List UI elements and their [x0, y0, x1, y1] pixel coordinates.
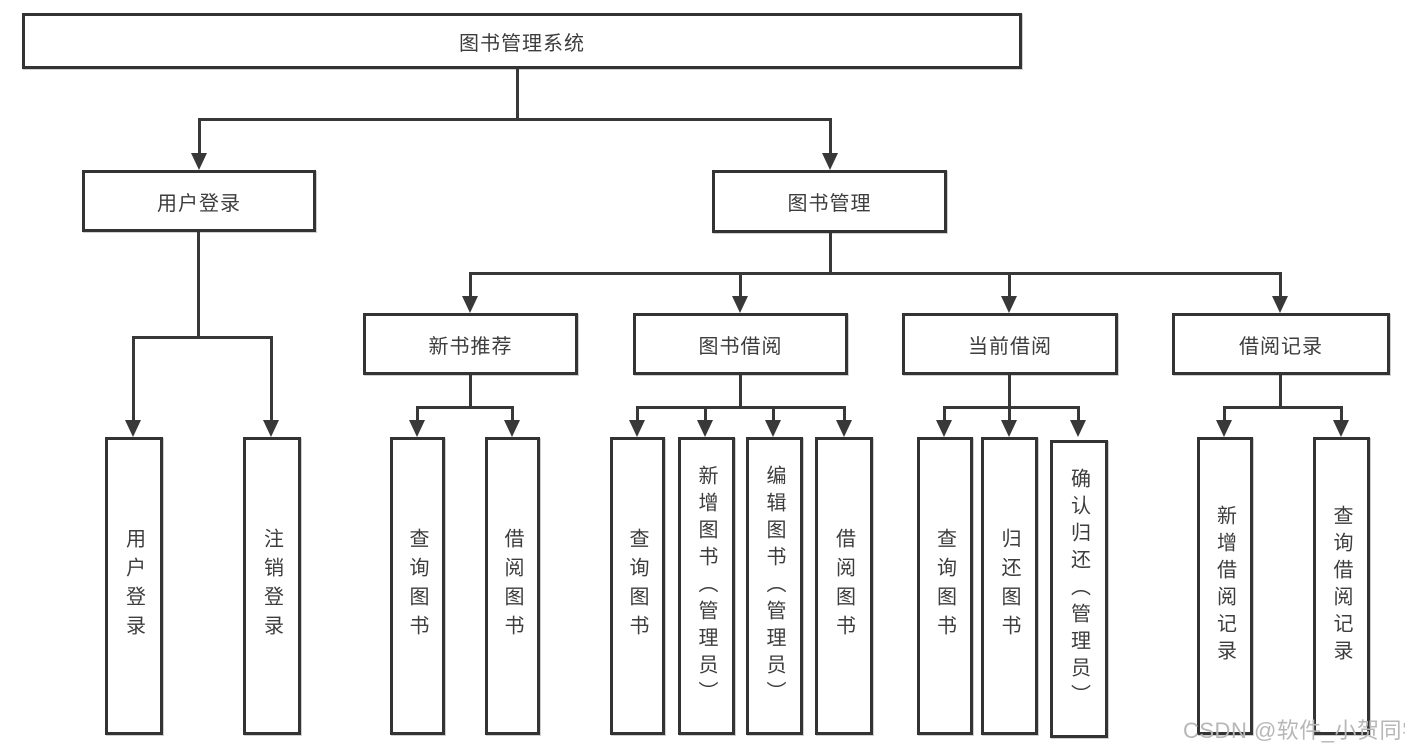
- connector-line: [1223, 406, 1226, 422]
- connector-line: [1008, 375, 1011, 409]
- node-label: 查询图书: [406, 528, 428, 644]
- arrow-down-icon: [191, 153, 207, 170]
- node-label: 当前借阅: [968, 335, 1052, 358]
- leaf-borrow-books-borrowing: 借阅图书: [815, 437, 873, 735]
- node-label: 新书推荐: [428, 335, 513, 358]
- connector-line: [197, 232, 200, 336]
- connector-line: [469, 272, 472, 298]
- connector-line: [739, 375, 742, 409]
- connector-line: [829, 118, 832, 155]
- arrow-down-icon: [409, 420, 425, 437]
- connector-line: [704, 406, 707, 422]
- leaf-query-books-borrowing: 查询图书: [610, 437, 665, 735]
- arrow-down-icon: [1272, 296, 1288, 313]
- connector-line: [943, 406, 1080, 409]
- connector-line: [636, 406, 846, 409]
- node-label: 查询图书: [626, 528, 648, 644]
- node-label: 图书管理系统: [459, 32, 585, 55]
- arrow-down-icon: [822, 153, 838, 170]
- node-label: 图书管理: [787, 193, 872, 215]
- leaf-user-login: 用户登录: [105, 437, 163, 735]
- connector-line: [1008, 406, 1011, 422]
- leaf-query-books-current: 查询图书: [917, 437, 973, 735]
- arrow-down-icon: [765, 420, 781, 437]
- connector-line: [1340, 406, 1343, 422]
- leaf-confirm-return-admin: 确认归还（管理员）: [1050, 440, 1108, 738]
- leaf-borrow-books-recommend: 借阅图书: [485, 437, 540, 735]
- connector-line: [511, 406, 514, 422]
- leaf-logout: 注销登录: [243, 437, 301, 735]
- connector-line: [1077, 406, 1080, 422]
- node-new-book-recommendation: 新书推荐: [363, 313, 578, 375]
- connector-line: [1223, 406, 1343, 409]
- node-borrowing-records: 借阅记录: [1172, 313, 1390, 375]
- connector-line: [772, 406, 775, 422]
- arrow-down-icon: [125, 420, 141, 437]
- connector-line: [843, 406, 846, 422]
- node-label: 确认归还（管理员）: [1067, 467, 1090, 711]
- node-label: 归还图书: [998, 528, 1020, 644]
- node-label: 新增图书（管理员）: [695, 464, 717, 708]
- node-label: 图书借阅: [698, 335, 783, 358]
- connector-line: [198, 118, 832, 121]
- connector-line: [636, 406, 639, 422]
- connector-line: [1279, 272, 1282, 298]
- connector-line: [943, 406, 946, 422]
- arrow-down-icon: [1001, 296, 1017, 313]
- arrow-down-icon: [1001, 420, 1017, 437]
- leaf-return-books: 归还图书: [981, 437, 1038, 735]
- arrow-down-icon: [936, 420, 952, 437]
- node-label: 编辑图书（管理员）: [763, 464, 785, 708]
- leaf-query-borrowing-record: 查询借阅记录: [1313, 437, 1370, 735]
- node-label: 新增借阅记录: [1213, 505, 1236, 667]
- connector-line: [132, 336, 135, 422]
- node-label: 查询借阅记录: [1330, 505, 1352, 667]
- leaf-add-borrowing-record: 新增借阅记录: [1197, 437, 1253, 735]
- connector-line: [198, 118, 201, 155]
- connector-line: [1279, 375, 1282, 409]
- node-book-borrowing: 图书借阅: [633, 313, 848, 375]
- arrow-down-icon: [629, 420, 645, 437]
- arrow-down-icon: [504, 420, 520, 437]
- arrow-down-icon: [263, 420, 279, 437]
- arrow-down-icon: [697, 420, 713, 437]
- leaf-query-books-recommend: 查询图书: [390, 437, 445, 735]
- connector-line: [270, 336, 273, 422]
- node-label: 借阅图书: [832, 528, 855, 644]
- connector-line: [416, 406, 514, 409]
- arrow-down-icon: [462, 296, 478, 313]
- arrow-down-icon: [732, 296, 748, 313]
- connector-line: [132, 336, 273, 339]
- arrow-down-icon: [1333, 420, 1349, 437]
- node-label: 用户登录: [157, 192, 241, 215]
- node-label: 查询图书: [933, 528, 956, 644]
- connector-line: [829, 233, 832, 275]
- arrow-down-icon: [1216, 420, 1232, 437]
- connector-line: [1008, 272, 1011, 298]
- node-label: 借阅记录: [1239, 335, 1323, 358]
- node-label: 注销登录: [260, 528, 283, 644]
- connector-line: [469, 272, 1282, 275]
- leaf-edit-books-admin: 编辑图书（管理员）: [746, 437, 803, 735]
- node-book-management: 图书管理: [712, 170, 947, 233]
- arrow-down-icon: [1070, 420, 1086, 437]
- node-library-management-system: 图书管理系统: [22, 13, 1022, 69]
- connector-line: [416, 406, 419, 422]
- connector-line: [739, 272, 742, 298]
- arrow-down-icon: [836, 420, 852, 437]
- node-label: 借阅图书: [501, 528, 523, 644]
- connector-line: [469, 375, 472, 409]
- connector-line: [516, 69, 519, 118]
- csdn-watermark: CSDN @软件_小贺同学: [1183, 718, 1405, 743]
- node-user-login: 用户登录: [82, 170, 316, 232]
- node-current-borrowing: 当前借阅: [902, 313, 1118, 375]
- node-label: 用户登录: [122, 528, 145, 644]
- leaf-add-books-admin: 新增图书（管理员）: [678, 437, 735, 735]
